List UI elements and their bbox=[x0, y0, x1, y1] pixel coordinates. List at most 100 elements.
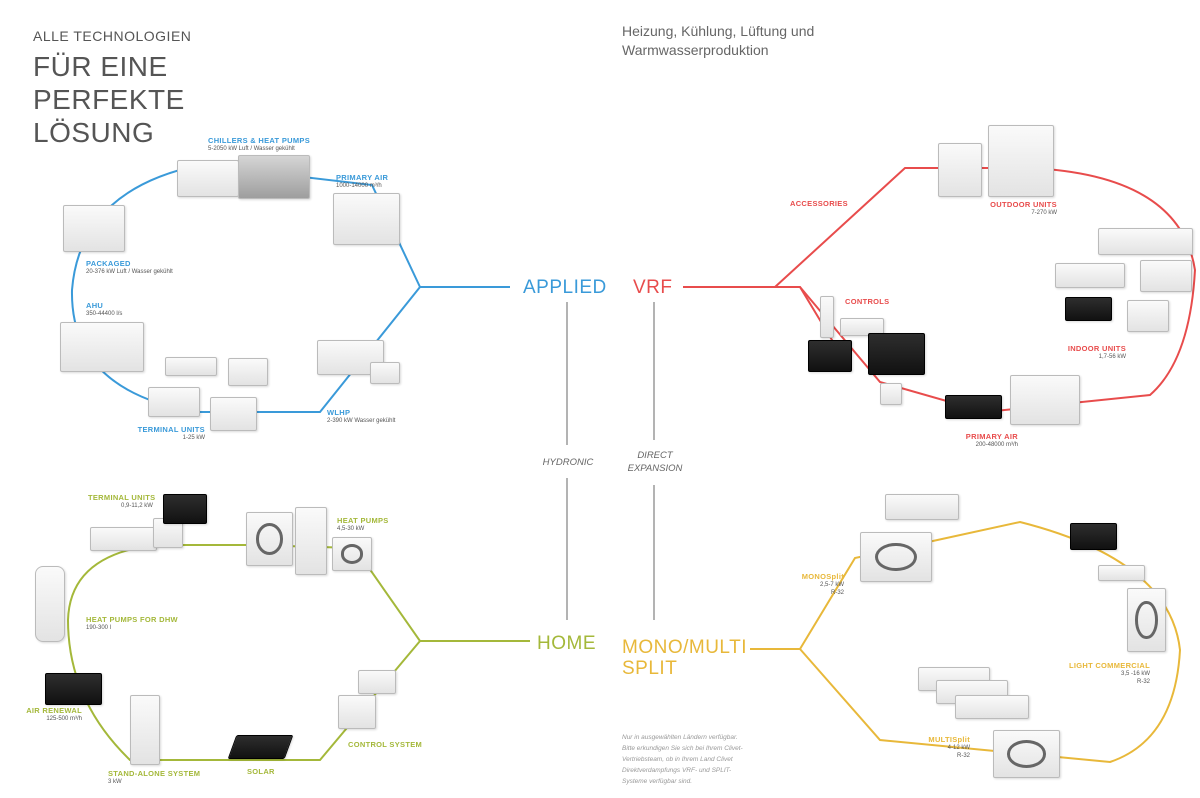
applied-terminal-sub: 1-25 kW bbox=[182, 435, 205, 441]
home-terminal-sub: 0,9-11,2 kW bbox=[121, 503, 153, 509]
hub-split-line: SPLIT bbox=[622, 658, 678, 679]
home-solar-label: SOLAR bbox=[247, 767, 275, 776]
applied-wlhp: WLHP 2-390 kW Wasser gekühlt bbox=[327, 408, 395, 425]
applied-packaged-label: PACKAGED bbox=[86, 259, 131, 268]
header-title-line: LÖSUNG bbox=[33, 117, 155, 148]
mono-split-outdoor-image bbox=[860, 532, 932, 582]
terminal-ducted-unit-image bbox=[228, 358, 268, 386]
hydronic-label: HYDRONIC bbox=[542, 457, 594, 468]
applied-terminal-label: TERMINAL UNITS bbox=[137, 425, 205, 434]
vrf-primary-air-sub: 200-48000 m³/h bbox=[975, 442, 1018, 448]
thermostat-image bbox=[358, 670, 396, 694]
applied-loop bbox=[70, 163, 421, 413]
header-kicker: ALLE TECHNOLOGIEN bbox=[33, 28, 192, 44]
control-module-image bbox=[840, 318, 884, 336]
home-terminal: TERMINAL UNITS 0,9-11,2 kW bbox=[88, 493, 155, 510]
stand-alone-unit-image bbox=[130, 695, 160, 765]
vrf-accessories: ACCESSORIES bbox=[790, 199, 848, 208]
home-dhw: HEAT PUMPS FOR DHW 190-300 l bbox=[86, 615, 178, 632]
wall-controller-image bbox=[880, 383, 902, 405]
availability-footnote: Nur in ausgewählten Ländern verfügbar. B… bbox=[622, 732, 743, 787]
split-light-commercial: LIGHT COMMERCIAL 3,5 -16 kW R-32 bbox=[1060, 661, 1150, 686]
home-heat-pumps: HEAT PUMPS 4,5-30 kW bbox=[337, 516, 389, 533]
home-air-renewal-sub: 125-500 m³/h bbox=[46, 716, 82, 722]
primary-air-unit-image bbox=[333, 193, 400, 245]
home-control: CONTROL SYSTEM bbox=[348, 740, 422, 749]
split-multi: MULTISplit 4-12 kW R-32 bbox=[920, 735, 970, 760]
hub-vrf: VRF bbox=[633, 277, 673, 298]
split-light-commercial-sub-line: 3,5 -16 kW bbox=[1120, 671, 1150, 677]
heat-pump-compressor-image bbox=[238, 155, 310, 199]
home-heat-pumps-label: HEAT PUMPS bbox=[337, 516, 389, 525]
vrf-indoor-sub: 1,7-56 kW bbox=[1098, 354, 1126, 360]
applied-network bbox=[70, 163, 510, 413]
split-multi-label: MULTISplit bbox=[928, 735, 970, 744]
home-stand-alone-label: STAND-ALONE SYSTEM bbox=[108, 769, 201, 778]
footnote-line: Vertriebsteam, ob in Ihrem Land Clivet bbox=[622, 756, 733, 763]
vrf-network bbox=[683, 167, 1197, 414]
vrf-accessories-label: ACCESSORIES bbox=[790, 199, 848, 208]
applied-primary-air: PRIMARY AIR 1000-14000 m³/h bbox=[336, 173, 388, 190]
vrf-outdoor-unit-image bbox=[988, 125, 1054, 197]
applied-wlhp-sub: 2-390 kW Wasser gekühlt bbox=[327, 418, 396, 424]
split-wall-unit-image bbox=[885, 494, 959, 520]
vrf-primary-air-label: PRIMARY AIR bbox=[965, 432, 1018, 441]
vrf-outdoor-sub: 7-270 kW bbox=[1031, 210, 1057, 216]
split-cassette-image bbox=[1070, 523, 1117, 550]
direct-expansion-line: DIRECT bbox=[637, 450, 673, 461]
footnote-line: Bitte erkundigen Sie sich bei Ihrem Cliv… bbox=[622, 745, 743, 752]
home-hydronic-tower-image bbox=[295, 507, 327, 575]
wlhp-small-unit-image bbox=[370, 362, 400, 384]
intro-line: Heizung, Kühlung, Lüftung und bbox=[622, 23, 815, 39]
split-network bbox=[750, 520, 1182, 764]
vrf-cassette-image bbox=[1140, 260, 1192, 292]
home-heat-pumps-sub: 4,5-30 kW bbox=[337, 526, 365, 532]
vrf-ceiling-unit-image bbox=[1055, 263, 1125, 288]
home-stand-alone-sub: 3 kW bbox=[108, 779, 122, 785]
computer-monitor-image bbox=[868, 333, 925, 375]
home-small-heat-pump-image bbox=[332, 537, 372, 571]
home-air-renewal-label: AIR RENEWAL bbox=[26, 706, 82, 715]
footnote-line: Systeme verfügbar sind. bbox=[622, 778, 693, 785]
footnote-line: Nur in ausgewählten Ländern verfügbar. bbox=[622, 734, 738, 741]
vrf-outdoor: OUTDOOR UNITS 7-270 kW bbox=[960, 200, 1057, 217]
solar-panel-image bbox=[227, 735, 294, 759]
vrf-primary-air-unit-image bbox=[1010, 375, 1080, 425]
applied-primary-air-label: PRIMARY AIR bbox=[336, 173, 389, 182]
applied-primary-air-sub: 1000-14000 m³/h bbox=[336, 183, 382, 189]
split-mono-sub-line: R-32 bbox=[830, 590, 844, 596]
home-wall-unit-image bbox=[90, 527, 157, 551]
header-title: FÜR EINE PERFEKTE LÖSUNG bbox=[33, 50, 185, 149]
touch-panel-image bbox=[808, 340, 852, 372]
applied-chillers: CHILLERS & HEAT PUMPS 5-2050 kW Luft / W… bbox=[208, 136, 310, 153]
home-stand-alone: STAND-ALONE SYSTEM 3 kW bbox=[108, 769, 200, 786]
terminal-wall-unit-image bbox=[165, 357, 217, 376]
vrf-wall-unit-image bbox=[1098, 228, 1193, 255]
vrf-indoor-label: INDOOR UNITS bbox=[1067, 344, 1126, 353]
home-solar: SOLAR bbox=[247, 767, 275, 776]
dhw-tank-image bbox=[35, 566, 65, 642]
direct-expansion-line: EXPANSION bbox=[627, 463, 683, 474]
applied-packaged-sub: 20-376 kW Luft / Wasser gekühlt bbox=[86, 269, 173, 275]
vrf-console-image bbox=[1127, 300, 1169, 332]
home-terminal-label: TERMINAL UNITS bbox=[88, 493, 156, 502]
light-commercial-outdoor-image bbox=[1127, 588, 1166, 652]
split-light-commercial-sub-line: R-32 bbox=[1136, 679, 1150, 685]
home-outdoor-unit-image bbox=[246, 512, 293, 566]
split-multi-sub-line: R-32 bbox=[956, 753, 970, 759]
applied-ahu: AHU 350-44400 l/s bbox=[86, 301, 122, 318]
packaged-unit-image bbox=[63, 205, 125, 252]
multi-split-outdoor-image bbox=[993, 730, 1060, 778]
vrf-primary-air-duct-image bbox=[945, 395, 1002, 419]
applied-wlhp-label: WLHP bbox=[327, 408, 351, 417]
applied-ahu-sub: 350-44400 l/s bbox=[86, 311, 123, 317]
home-dhw-label: HEAT PUMPS FOR DHW bbox=[86, 615, 178, 624]
middle-dividers bbox=[566, 302, 655, 620]
terminal-cassette-image bbox=[148, 387, 200, 417]
home-cassette-image bbox=[163, 494, 207, 524]
split-mono-sub-line: 2,5-7 kW bbox=[819, 582, 844, 588]
split-mono: MONOSplit 2,5-7 kW R-32 bbox=[780, 572, 844, 597]
applied-ahu-label: AHU bbox=[86, 301, 104, 310]
home-control-label: CONTROL SYSTEM bbox=[348, 740, 423, 749]
multi-split-wall-unit-3-image bbox=[955, 695, 1029, 719]
